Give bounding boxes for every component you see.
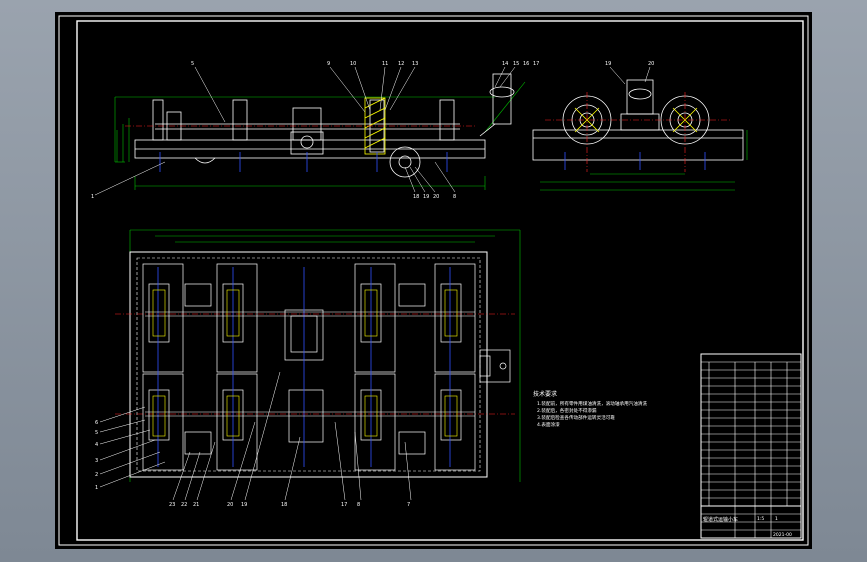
inner-frame [76, 20, 804, 541]
svg-text:1: 1 [91, 194, 94, 200]
outer-frame [58, 15, 809, 546]
svg-text:15: 15 [513, 61, 519, 67]
svg-text:9: 9 [327, 61, 330, 67]
notes-line-4: 4.表面涂漆 [537, 421, 560, 428]
svg-text:8: 8 [453, 194, 456, 200]
svg-text:4: 4 [95, 442, 98, 448]
notes-heading: 技术要求 [533, 390, 557, 398]
svg-text:20: 20 [433, 194, 439, 200]
svg-text:2: 2 [95, 472, 98, 478]
svg-text:3: 3 [95, 458, 98, 464]
notes-line-1: 1.装配前，所有零件用煤油清洗，滚动轴承用汽油清洗 [537, 400, 647, 407]
svg-text:13: 13 [412, 61, 418, 67]
svg-text:17: 17 [341, 502, 347, 508]
svg-text:23: 23 [169, 502, 175, 508]
svg-text:14: 14 [502, 61, 508, 67]
notes-line-3: 3.装配后检查各传动部件运转灵活可靠 [537, 414, 615, 421]
svg-text:20: 20 [648, 61, 654, 67]
svg-text:17: 17 [533, 61, 539, 67]
svg-text:12: 12 [398, 61, 404, 67]
svg-text:20: 20 [227, 502, 233, 508]
svg-text:7: 7 [407, 502, 410, 508]
title-block-scale: 1:5 [757, 516, 764, 522]
svg-text:5: 5 [95, 430, 98, 436]
cad-viewport[interactable]: 5 9 10 11 12 13 14 15 16 17 1 18 19 20 8 [55, 12, 812, 549]
svg-text:11: 11 [382, 61, 388, 67]
svg-text:10: 10 [350, 61, 356, 67]
svg-text:19: 19 [423, 194, 429, 200]
svg-text:21: 21 [193, 502, 199, 508]
svg-text:5: 5 [191, 61, 194, 67]
svg-text:19: 19 [605, 61, 611, 67]
front-view: 5 9 10 11 12 13 14 15 16 17 1 18 19 20 8 [91, 61, 539, 200]
title-block [700, 353, 802, 539]
svg-text:22: 22 [181, 502, 187, 508]
title-block-sheet: 1 [775, 516, 778, 522]
notes-line-2: 2.装配后，各密封处不得渗漏 [537, 407, 597, 414]
plan-view: 6 5 4 3 2 1 23 22 21 20 19 18 17 8 7 [95, 229, 521, 508]
technical-notes: 技术要求 1.装配前，所有零件用煤油清洗，滚动轴承用汽油清洗 2.装配后，各密封… [533, 390, 647, 428]
svg-text:19: 19 [241, 502, 247, 508]
svg-text:18: 18 [413, 194, 419, 200]
svg-text:16: 16 [523, 61, 529, 67]
svg-text:18: 18 [281, 502, 287, 508]
svg-text:8: 8 [357, 502, 360, 508]
title-block-title: 辊道式运输小车 [703, 516, 738, 523]
svg-text:6: 6 [95, 420, 98, 426]
cad-drawing: 5 9 10 11 12 13 14 15 16 17 1 18 19 20 8 [58, 15, 809, 546]
side-view: 19 20 [532, 61, 748, 191]
svg-text:1: 1 [95, 485, 98, 491]
title-block-drawing-no: 2021-00 [773, 532, 792, 538]
